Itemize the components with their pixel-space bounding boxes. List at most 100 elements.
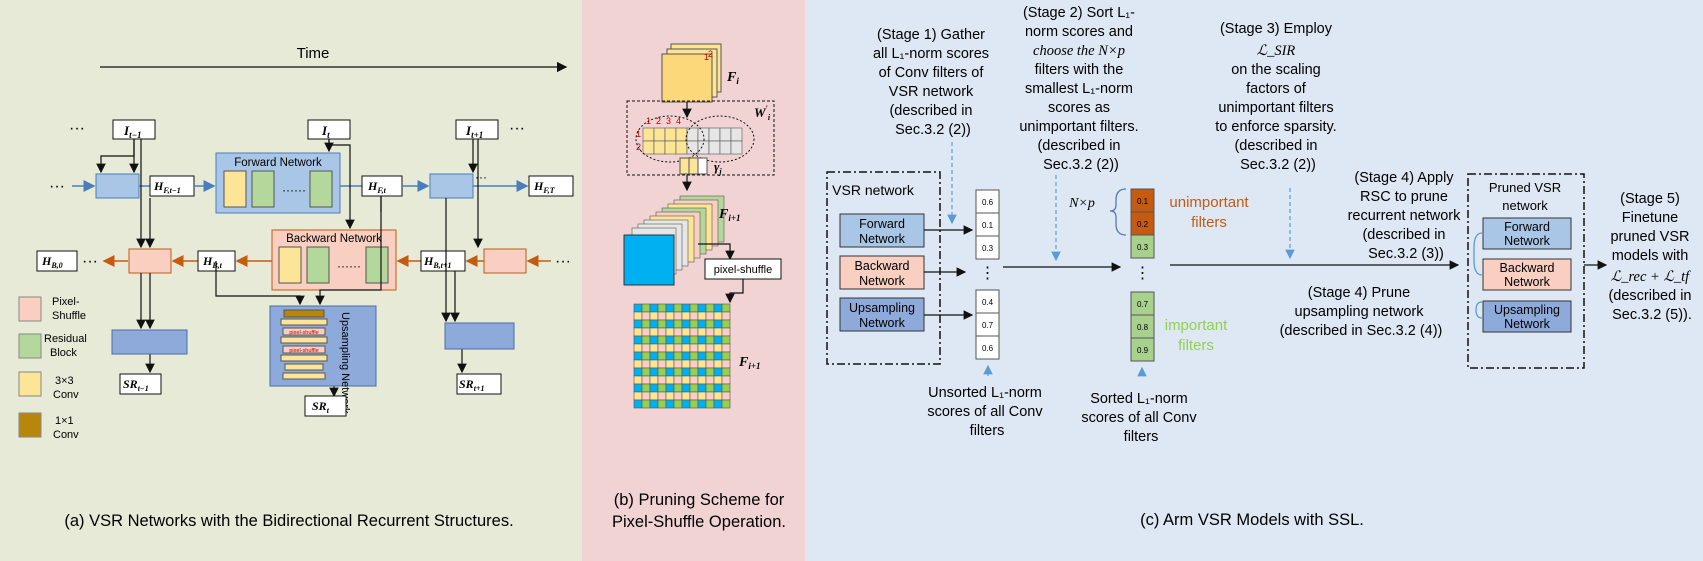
dots-forward-left: ··· xyxy=(49,178,65,195)
sorted-score-1: 0.2 xyxy=(1137,220,1149,229)
output-grid-cell xyxy=(697,399,707,409)
output-grid-cell xyxy=(633,383,643,393)
w-idx-4: 4 xyxy=(676,116,681,126)
output-grid-cell xyxy=(665,343,675,353)
node-hf-T xyxy=(528,175,574,197)
backward-cell-prev xyxy=(128,248,172,274)
output-grid-cell xyxy=(681,367,691,377)
output-grid-cell xyxy=(633,335,643,345)
forward-cell-prev xyxy=(95,173,140,199)
output-grid-cell xyxy=(641,319,651,329)
output-grid-cell xyxy=(697,375,707,385)
legend-conv3-2: Conv xyxy=(53,389,79,401)
output-grid-cell xyxy=(657,399,667,409)
unsorted-score-0: 0.6 xyxy=(982,198,994,207)
output-grid-cell xyxy=(641,327,651,337)
fi-layer-front xyxy=(661,53,713,103)
sr-conv-prev xyxy=(111,329,188,355)
output-grid-cell xyxy=(657,319,667,329)
node-i-next-label: It+1 xyxy=(465,123,483,140)
node-hf-prev-label: HF,t−1 xyxy=(153,179,181,195)
fi-corner-2: 2 xyxy=(708,49,713,59)
sorted-score-3: 0.7 xyxy=(1137,300,1149,309)
output-grid-cell xyxy=(665,391,675,401)
output-grid-cell xyxy=(657,383,667,393)
sorted-score-5: 0.9 xyxy=(1137,346,1149,355)
output-grid-cell xyxy=(649,311,659,321)
output-grid-cell xyxy=(681,399,691,409)
vsr-forward-box xyxy=(839,213,925,248)
output-grid-cell xyxy=(697,327,707,337)
output-grid-cell xyxy=(665,383,675,393)
output-grid-cell xyxy=(721,351,731,361)
output-grid-cell xyxy=(657,343,667,353)
dots-top-left: ··· xyxy=(69,120,85,137)
weight-cell xyxy=(730,140,743,155)
fi1-label: Fi+1 xyxy=(718,207,740,223)
panel-a: Time ··· ··· It−1 It It+1 ··· HF,t−1 For… xyxy=(18,45,574,530)
sorted-score-2: 0.3 xyxy=(1137,243,1149,252)
output-grid-cell xyxy=(649,327,659,337)
output-grid-cell xyxy=(633,375,643,385)
node-sr-prev xyxy=(119,373,162,395)
vsr-upsampling-box xyxy=(839,297,925,332)
node-sr-next-label: SRt+1 xyxy=(459,377,484,393)
output-grid-cell xyxy=(705,383,715,393)
output-grid-cell xyxy=(657,303,667,313)
output-grid-cell xyxy=(657,359,667,369)
legend-swatch-pixel-shuffle xyxy=(18,296,42,322)
output-grid-cell xyxy=(705,391,715,401)
legend-conv1-1: 1×1 xyxy=(55,415,74,427)
output-grid-cell xyxy=(681,383,691,393)
caption-b-2: Pixel-Shuffle Operation. xyxy=(612,513,786,531)
weight-group-ellipse-1 xyxy=(635,115,705,163)
pruned-vsr-box xyxy=(1467,173,1585,369)
vsr-backward-box xyxy=(839,255,925,290)
output-grid-cell xyxy=(681,343,691,353)
output-grid-cell xyxy=(649,383,659,393)
output-grid-cell xyxy=(697,303,707,313)
ups-pixel-shuffle-2 xyxy=(282,345,326,354)
output-grid-cell xyxy=(673,351,683,361)
w-idx-3: 3 xyxy=(666,116,671,126)
output-grid-cell xyxy=(713,391,723,401)
output-grid-cell xyxy=(665,399,675,409)
output-grid-cell xyxy=(641,359,651,369)
output-grid-cell xyxy=(713,351,723,361)
weight-cell xyxy=(697,140,710,155)
output-grid-cell xyxy=(641,399,651,409)
weight-label: W′i xyxy=(754,104,771,122)
output-grid-cell xyxy=(713,319,723,329)
output-grid-cell xyxy=(705,351,715,361)
vsr-network-label: VSR network xyxy=(832,182,915,198)
stage1-text: (Stage 1) Gather all L₁-norm scores of C… xyxy=(873,27,993,138)
weight-cell xyxy=(675,127,688,142)
output-grid-cell xyxy=(689,335,699,345)
output-grid-cell xyxy=(641,367,651,377)
node-hb-next xyxy=(420,250,466,272)
output-grid-cell xyxy=(721,343,731,353)
output-grid-cell xyxy=(689,359,699,369)
backward-network-label: Backward Network xyxy=(286,233,382,245)
legend-conv3-1: 3×3 xyxy=(55,375,74,387)
output-grid-cell xyxy=(665,351,675,361)
node-i-next xyxy=(455,119,499,140)
output-grid-cell xyxy=(705,367,715,377)
weight-cell xyxy=(708,127,721,142)
output-grid-cell xyxy=(689,375,699,385)
node-hf-T-label: HF,T xyxy=(533,179,556,195)
legend-swatch-residual xyxy=(18,333,42,359)
output-grid-cell xyxy=(689,327,699,337)
fwd-res-block-last xyxy=(309,170,333,208)
output-grid-cell xyxy=(681,351,691,361)
stage5-text: (Stage 5) Finetune pruned VSR models wit… xyxy=(1608,191,1695,323)
output-grid-cell xyxy=(633,311,643,321)
output-grid-cell xyxy=(705,399,715,409)
output-grid-cell xyxy=(649,319,659,329)
weight-cell xyxy=(642,140,655,155)
legend-residual-1: Residual xyxy=(44,333,87,345)
unsorted-scores: 0.6 0.1 0.3 ⋮ 0.4 0.7 0.6 xyxy=(975,189,1000,360)
